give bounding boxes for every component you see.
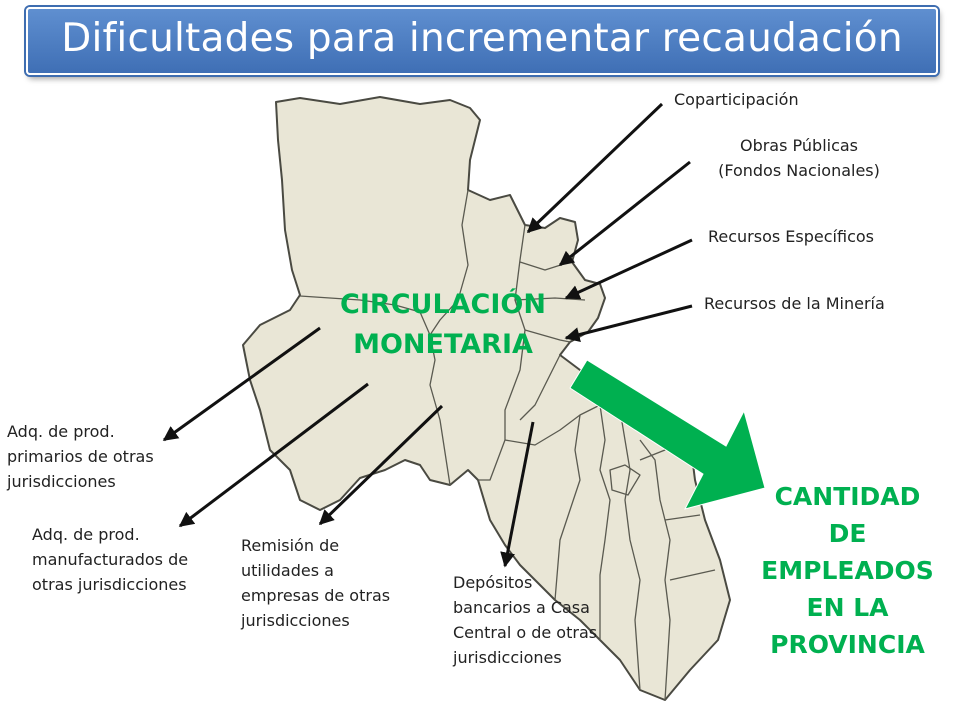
arrow-recursos-mineria [564,304,693,342]
outgoing-arrows [162,326,535,568]
label-adq-primarios: Adq. de prod. primarios de otras jurisdi… [7,422,154,491]
incoming-arrows [526,102,693,342]
arrow-adq-primarios [162,326,321,442]
label-recursos-mineria: Recursos de la Minería [704,294,885,313]
label-depositos-bancarios: Depósitos bancarios a Casa Central o de … [453,573,598,667]
label-remision-utilidades: Remisión de utilidades a empresas de otr… [241,536,391,630]
arrow-obras-publicas [558,160,691,267]
green-arrow [569,359,766,510]
cantidad-empleados-label: CANTIDAD DE EMPLEADOS EN LA PROVINCIA [761,482,934,659]
title-banner: Dificultades para incrementar recaudació… [26,7,938,75]
province-outline [242,96,731,701]
circulacion-monetaria-label: CIRCULACIÓN MONETARIA [340,289,546,360]
arrow-adq-manufacturados [178,382,369,528]
label-recursos-especificos: Recursos Específicos [708,227,874,246]
arrow-coparticipacion [526,102,664,234]
slide-title: Dificultades para incrementar recaudació… [61,16,903,61]
label-adq-manufacturados: Adq. de prod. manufacturados de otras ju… [32,525,189,594]
label-obras-publicas: Obras Públicas (Fondos Nacionales) [718,136,880,180]
arrow-depositos-bancarios [500,421,535,568]
arrow-remision-utilidades [318,404,444,526]
label-coparticipacion: Coparticipación [674,90,799,109]
arrow-recursos-especificos [564,238,693,300]
